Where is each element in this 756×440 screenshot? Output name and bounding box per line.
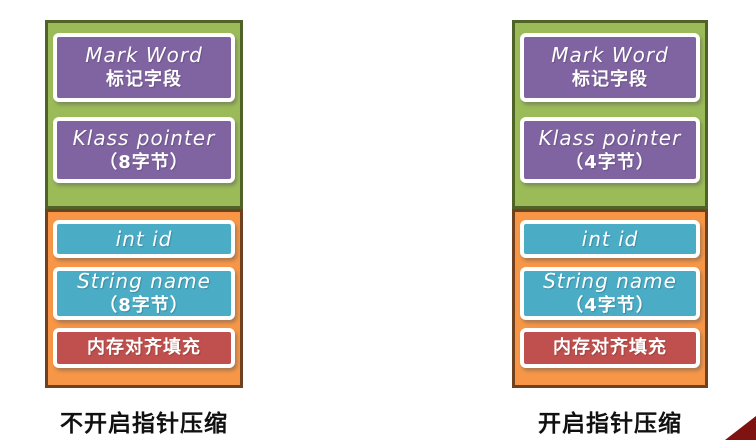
string-name-size-label: （8字节） xyxy=(99,295,189,316)
klass-pointer-label-en: Klass pointer xyxy=(538,125,682,150)
int-id-cell: int id xyxy=(53,220,235,258)
caption-pointer-compression: 开启指针压缩 xyxy=(538,411,682,437)
mark-word-label-zh: 标记字段 xyxy=(106,69,182,90)
object-header-section: Mark Word 标记字段 Klass pointer （4字节） xyxy=(512,20,708,209)
int-id-label: int id xyxy=(115,226,173,251)
mark-word-label-en: Mark Word xyxy=(551,43,669,67)
string-name-cell: String name （8字节） xyxy=(53,267,235,320)
padding-label: 内存对齐填充 xyxy=(87,337,201,358)
padding-cell: 内存对齐填充 xyxy=(520,328,700,368)
string-name-label-en: String name xyxy=(543,269,677,293)
padding-cell: 内存对齐填充 xyxy=(53,328,235,368)
mark-word-label-zh: 标记字段 xyxy=(572,69,648,90)
klass-pointer-cell: Klass pointer （4字节） xyxy=(520,117,700,183)
mark-word-label-en: Mark Word xyxy=(85,43,203,67)
string-name-size-label: （4字节） xyxy=(565,295,655,316)
padding-label: 内存对齐填充 xyxy=(553,337,667,358)
klass-pointer-size-label: （8字节） xyxy=(99,151,189,173)
string-name-label-en: String name xyxy=(77,269,211,293)
klass-pointer-size-label: （4字节） xyxy=(565,151,655,173)
mark-word-cell: Mark Word 标记字段 xyxy=(53,33,235,102)
int-id-cell: int id xyxy=(520,220,700,258)
object-memory-stack: Mark Word 标记字段 Klass pointer （4字节） int i… xyxy=(512,20,708,388)
instance-data-section: int id String name （4字节） 内存对齐填充 xyxy=(512,209,708,388)
mark-word-cell: Mark Word 标记字段 xyxy=(520,33,700,102)
klass-pointer-label-en: Klass pointer xyxy=(72,125,216,150)
int-id-label: int id xyxy=(581,226,639,251)
string-name-cell: String name （4字节） xyxy=(520,267,700,320)
corner-triangle xyxy=(725,416,756,440)
klass-pointer-cell: Klass pointer （8字节） xyxy=(53,117,235,183)
object-header-section: Mark Word 标记字段 Klass pointer （8字节） xyxy=(45,20,243,209)
diagram-pointer-compression: Mark Word 标记字段 Klass pointer （4字节） int i… xyxy=(512,20,708,438)
diagram-no-pointer-compression: Mark Word 标记字段 Klass pointer （8字节） int i… xyxy=(45,20,243,438)
instance-data-section: int id String name （8字节） 内存对齐填充 xyxy=(45,209,243,388)
object-memory-stack: Mark Word 标记字段 Klass pointer （8字节） int i… xyxy=(45,20,243,388)
caption-no-pointer-compression: 不开启指针压缩 xyxy=(60,411,228,437)
